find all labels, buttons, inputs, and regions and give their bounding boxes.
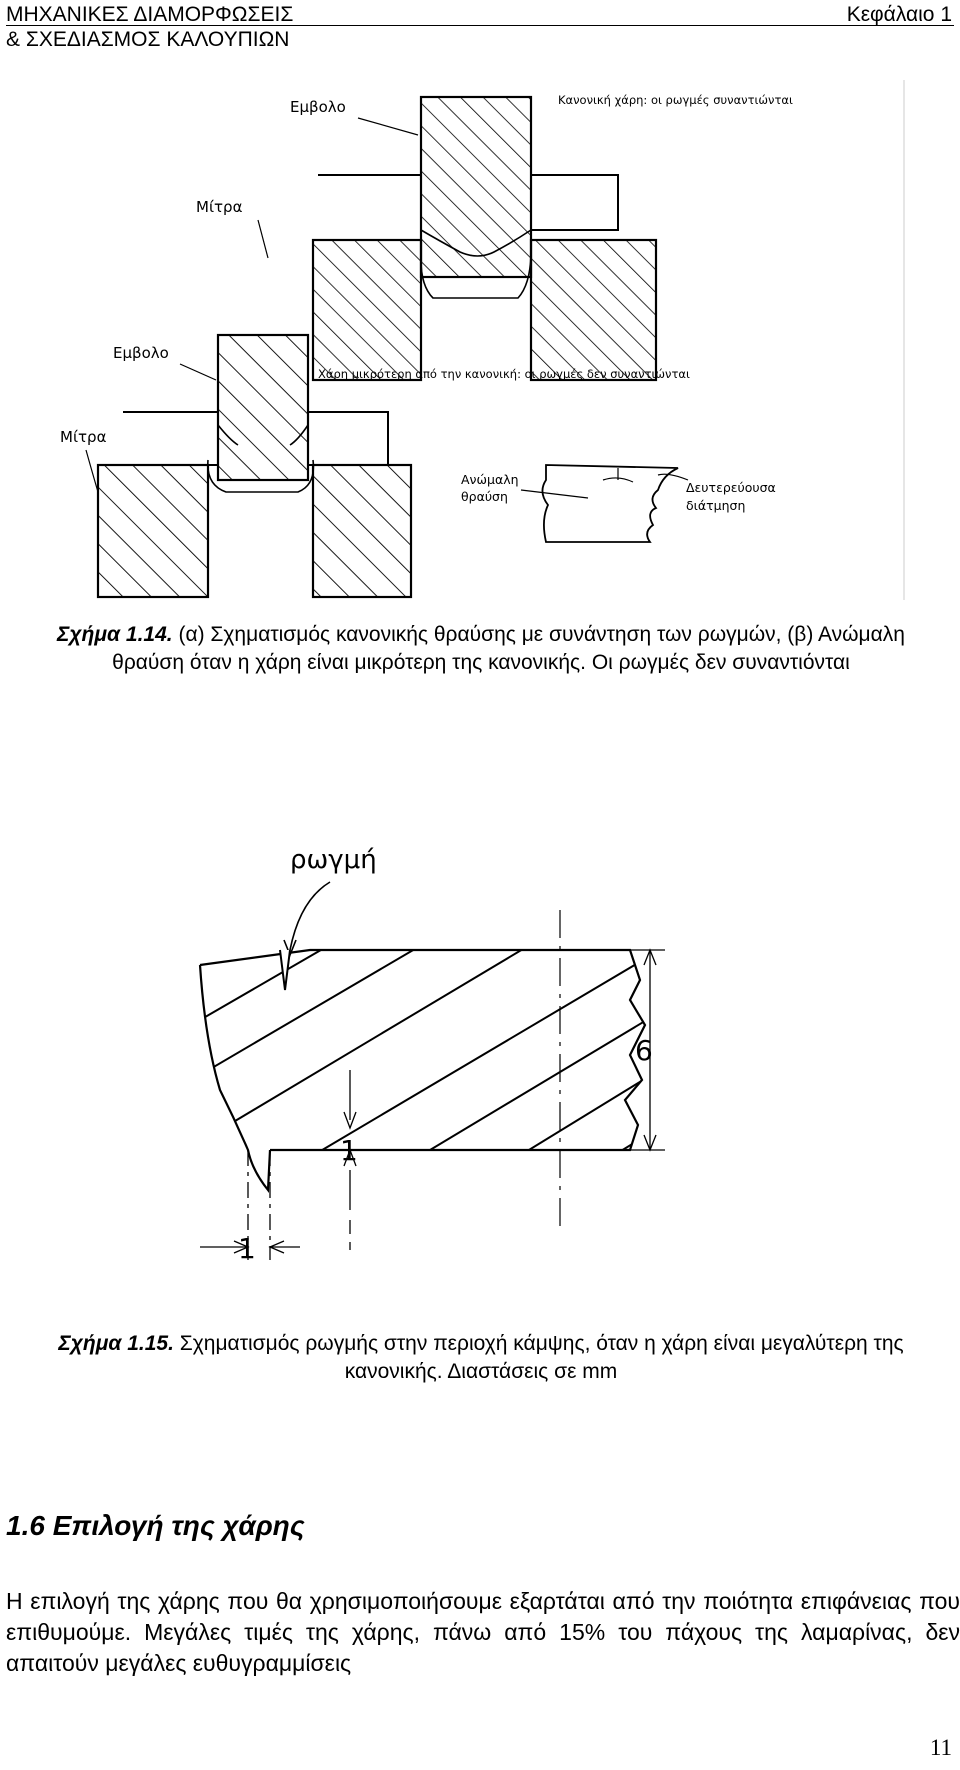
page-header: ΜΗΧΑΝΙΚΕΣ ΔΙΑΜΟΡΦΩΣΕΙΣ & ΣΧΕΔΙΑΣΜΟΣ ΚΑΛΟ… (6, 0, 954, 52)
note-b: Χάρη μικρότερη από την κανονική: οι ρωγμ… (318, 367, 690, 381)
fracture-b (217, 424, 309, 446)
punch-b (216, 333, 310, 482)
caption-figure-1-14: Σχήμα 1.14. (α) Σχηματισμός κανονικής θρ… (56, 621, 906, 677)
label-die-a: Μίτρα (196, 198, 243, 216)
label-punch-b: Εμβολο (113, 344, 169, 362)
plate-outline (199, 948, 647, 1152)
header-title-line-2: & ΣΧΕΔΙΑΣΜΟΣ ΚΑΛΟΥΠΙΩΝ (6, 28, 290, 51)
die-b-left (96, 463, 210, 599)
die-a-left (311, 238, 423, 382)
strip-a-right (531, 174, 619, 231)
plate-hatching (200, 950, 645, 1181)
caption-figure-1-15: Σχήμα 1.15. Σχηματισμός ρωγμής στην περι… (56, 1330, 906, 1386)
label-dim-horizontal: 1 (238, 1232, 256, 1265)
bend-edge (198, 964, 272, 1193)
caption-number: Σχήμα 1.15. (58, 1332, 174, 1355)
label-rough-1: Ανώμαλη (461, 472, 519, 487)
label-secondary-2: διάτμηση (686, 498, 745, 513)
figure-1-15: ρωγμή 6 1 1 (160, 790, 800, 1310)
note-a: Κανονική χάρη: οι ρωγμές συναντιώνται (558, 93, 793, 107)
dimension-vertical: 1 (340, 1070, 358, 1250)
dimension-thickness: 6 (630, 948, 665, 1152)
header-rule (6, 25, 954, 26)
caption-text: (α) Σχηματισμός κανονικής θραύσης με συν… (112, 623, 905, 674)
label-rough-2: θραύση (461, 489, 508, 504)
diagram-a: Εμβολο Μίτρα Κανονική χάρη: οι ρωγμές συ… (196, 93, 793, 382)
dimension-horizontal: 1 (200, 1150, 300, 1265)
die-b-right (311, 463, 413, 599)
section-body: Η επιλογή της χάρης που θα χρησιμοποιήσο… (6, 1588, 960, 1676)
punch-a (419, 95, 533, 279)
label-secondary-1: Δευτερεύουσα (686, 480, 776, 495)
label-die-b: Μίτρα (60, 428, 107, 446)
section-heading: 1.6 Επιλογή της χάρης (6, 1510, 305, 1541)
diagram-b: Εμβολο Μίτρα Χάρη μικρότερη από την κανο… (60, 333, 776, 599)
die-a-right (529, 238, 658, 382)
label-punch-a: Εμβολο (290, 98, 346, 116)
label-dim-thickness: 6 (635, 1034, 653, 1067)
header-title-line-1: ΜΗΧΑΝΙΚΕΣ ΔΙΑΜΟΡΦΩΣΕΙΣ (6, 3, 294, 26)
header-title: ΜΗΧΑΝΙΚΕΣ ΔΙΑΜΟΡΦΩΣΕΙΣ & ΣΧΕΔΙΑΣΜΟΣ ΚΑΛΟ… (6, 2, 293, 52)
figure-1-14: Εμβολο Μίτρα Κανονική χάρη: οι ρωγμές συ… (58, 80, 906, 600)
label-dim-vertical: 1 (340, 1134, 358, 1167)
page-number: 11 (929, 1735, 952, 1760)
fracture-a (420, 229, 532, 257)
caption-text: Σχηματισμός ρωγμής στην περιοχή κάμψης, … (173, 1332, 904, 1383)
rough-fracture-detail (541, 464, 679, 543)
header-chapter: Κεφάλαιο 1 (846, 3, 952, 26)
label-crack: ρωγμή (290, 845, 377, 875)
crack-arrow (289, 881, 331, 951)
crack-notch (279, 949, 291, 991)
caption-number: Σχήμα 1.14. (57, 623, 173, 646)
